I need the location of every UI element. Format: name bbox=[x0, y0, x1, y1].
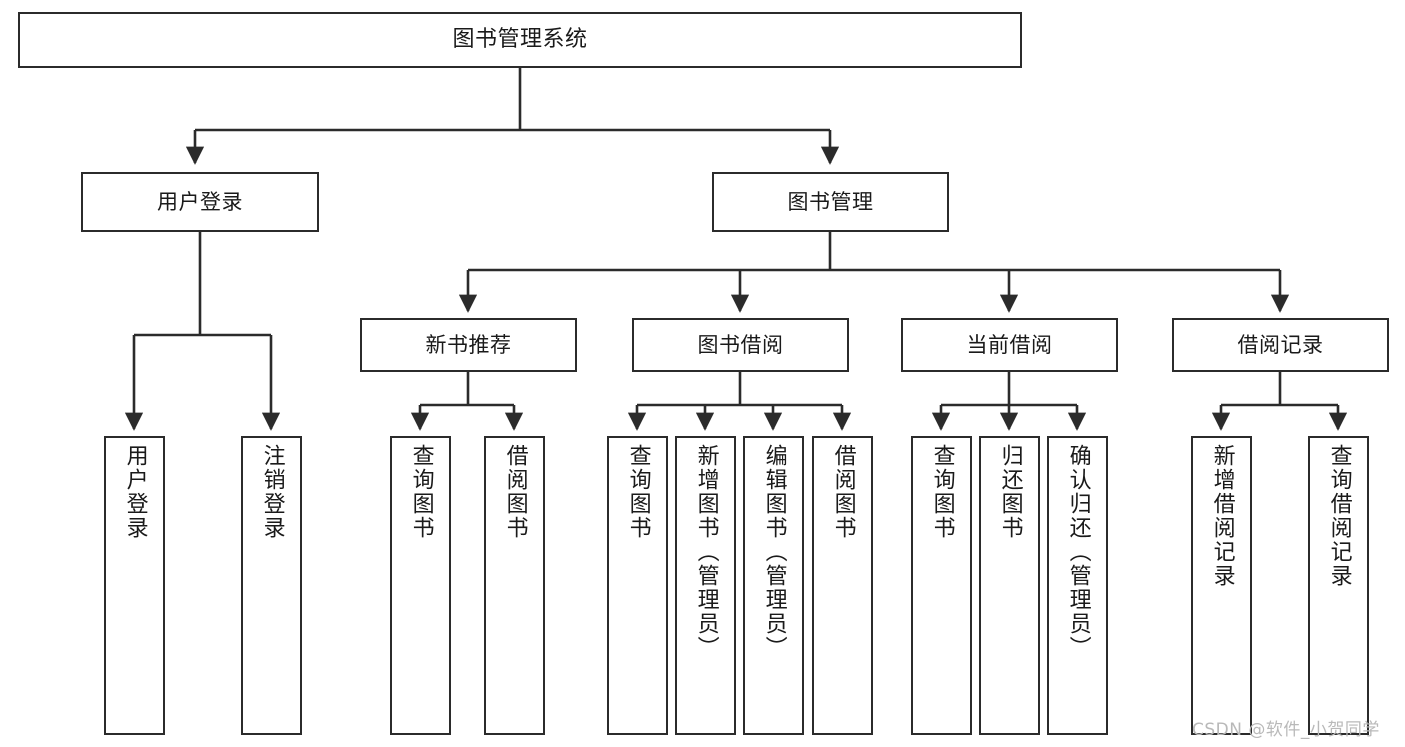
node-leaf-query-book-2[interactable]: 查询图书 bbox=[607, 436, 668, 735]
csdn-watermark: CSDN @软件_小贺同学 bbox=[1192, 720, 1380, 740]
node-book-borrow[interactable]: 图书借阅 bbox=[632, 318, 849, 372]
node-book-manage[interactable]: 图书管理 bbox=[712, 172, 949, 232]
node-leaf-logout-label: 注销登录 bbox=[259, 444, 285, 540]
node-borrow-record[interactable]: 借阅记录 bbox=[1172, 318, 1389, 372]
node-book-borrow-label: 图书借阅 bbox=[697, 332, 784, 357]
node-user-login[interactable]: 用户登录 bbox=[81, 172, 319, 232]
node-current-borrow[interactable]: 当前借阅 bbox=[901, 318, 1118, 372]
node-leaf-confirm-return-label: 确认归还（管理员） bbox=[1065, 444, 1091, 660]
node-leaf-add-book-label: 新增图书（管理员） bbox=[693, 444, 719, 660]
node-user-login-label: 用户登录 bbox=[157, 189, 243, 214]
node-leaf-logout[interactable]: 注销登录 bbox=[241, 436, 302, 735]
node-root-label: 图书管理系统 bbox=[452, 27, 588, 53]
node-leaf-query-record[interactable]: 查询借阅记录 bbox=[1308, 436, 1369, 735]
node-leaf-borrow-book-2[interactable]: 借阅图书 bbox=[812, 436, 873, 735]
node-leaf-query-book-3-label: 查询图书 bbox=[929, 444, 955, 540]
node-leaf-query-book-2-label: 查询图书 bbox=[625, 444, 651, 540]
node-leaf-user-login[interactable]: 用户登录 bbox=[104, 436, 165, 735]
node-leaf-add-record[interactable]: 新增借阅记录 bbox=[1191, 436, 1252, 735]
node-leaf-edit-book[interactable]: 编辑图书（管理员） bbox=[743, 436, 804, 735]
node-leaf-query-record-label: 查询借阅记录 bbox=[1326, 444, 1352, 588]
node-borrow-record-label: 借阅记录 bbox=[1237, 332, 1324, 357]
node-root[interactable]: 图书管理系统 bbox=[18, 12, 1022, 68]
node-leaf-edit-book-label: 编辑图书（管理员） bbox=[761, 444, 787, 660]
node-leaf-return-book[interactable]: 归还图书 bbox=[979, 436, 1040, 735]
node-current-borrow-label: 当前借阅 bbox=[966, 332, 1053, 357]
node-book-manage-label: 图书管理 bbox=[787, 189, 874, 214]
node-leaf-return-book-label: 归还图书 bbox=[997, 444, 1023, 540]
node-leaf-confirm-return[interactable]: 确认归还（管理员） bbox=[1047, 436, 1108, 735]
node-leaf-add-record-label: 新增借阅记录 bbox=[1209, 444, 1235, 588]
node-leaf-add-book[interactable]: 新增图书（管理员） bbox=[675, 436, 736, 735]
node-leaf-query-book-1-label: 查询图书 bbox=[408, 444, 434, 540]
node-leaf-query-book-1[interactable]: 查询图书 bbox=[390, 436, 451, 735]
node-leaf-query-book-3[interactable]: 查询图书 bbox=[911, 436, 972, 735]
node-leaf-borrow-book-1-label: 借阅图书 bbox=[502, 444, 528, 540]
node-leaf-user-login-label: 用户登录 bbox=[122, 444, 148, 540]
node-new-book-recommend[interactable]: 新书推荐 bbox=[360, 318, 577, 372]
node-new-book-recommend-label: 新书推荐 bbox=[425, 332, 512, 357]
node-leaf-borrow-book-1[interactable]: 借阅图书 bbox=[484, 436, 545, 735]
node-leaf-borrow-book-2-label: 借阅图书 bbox=[830, 444, 856, 540]
